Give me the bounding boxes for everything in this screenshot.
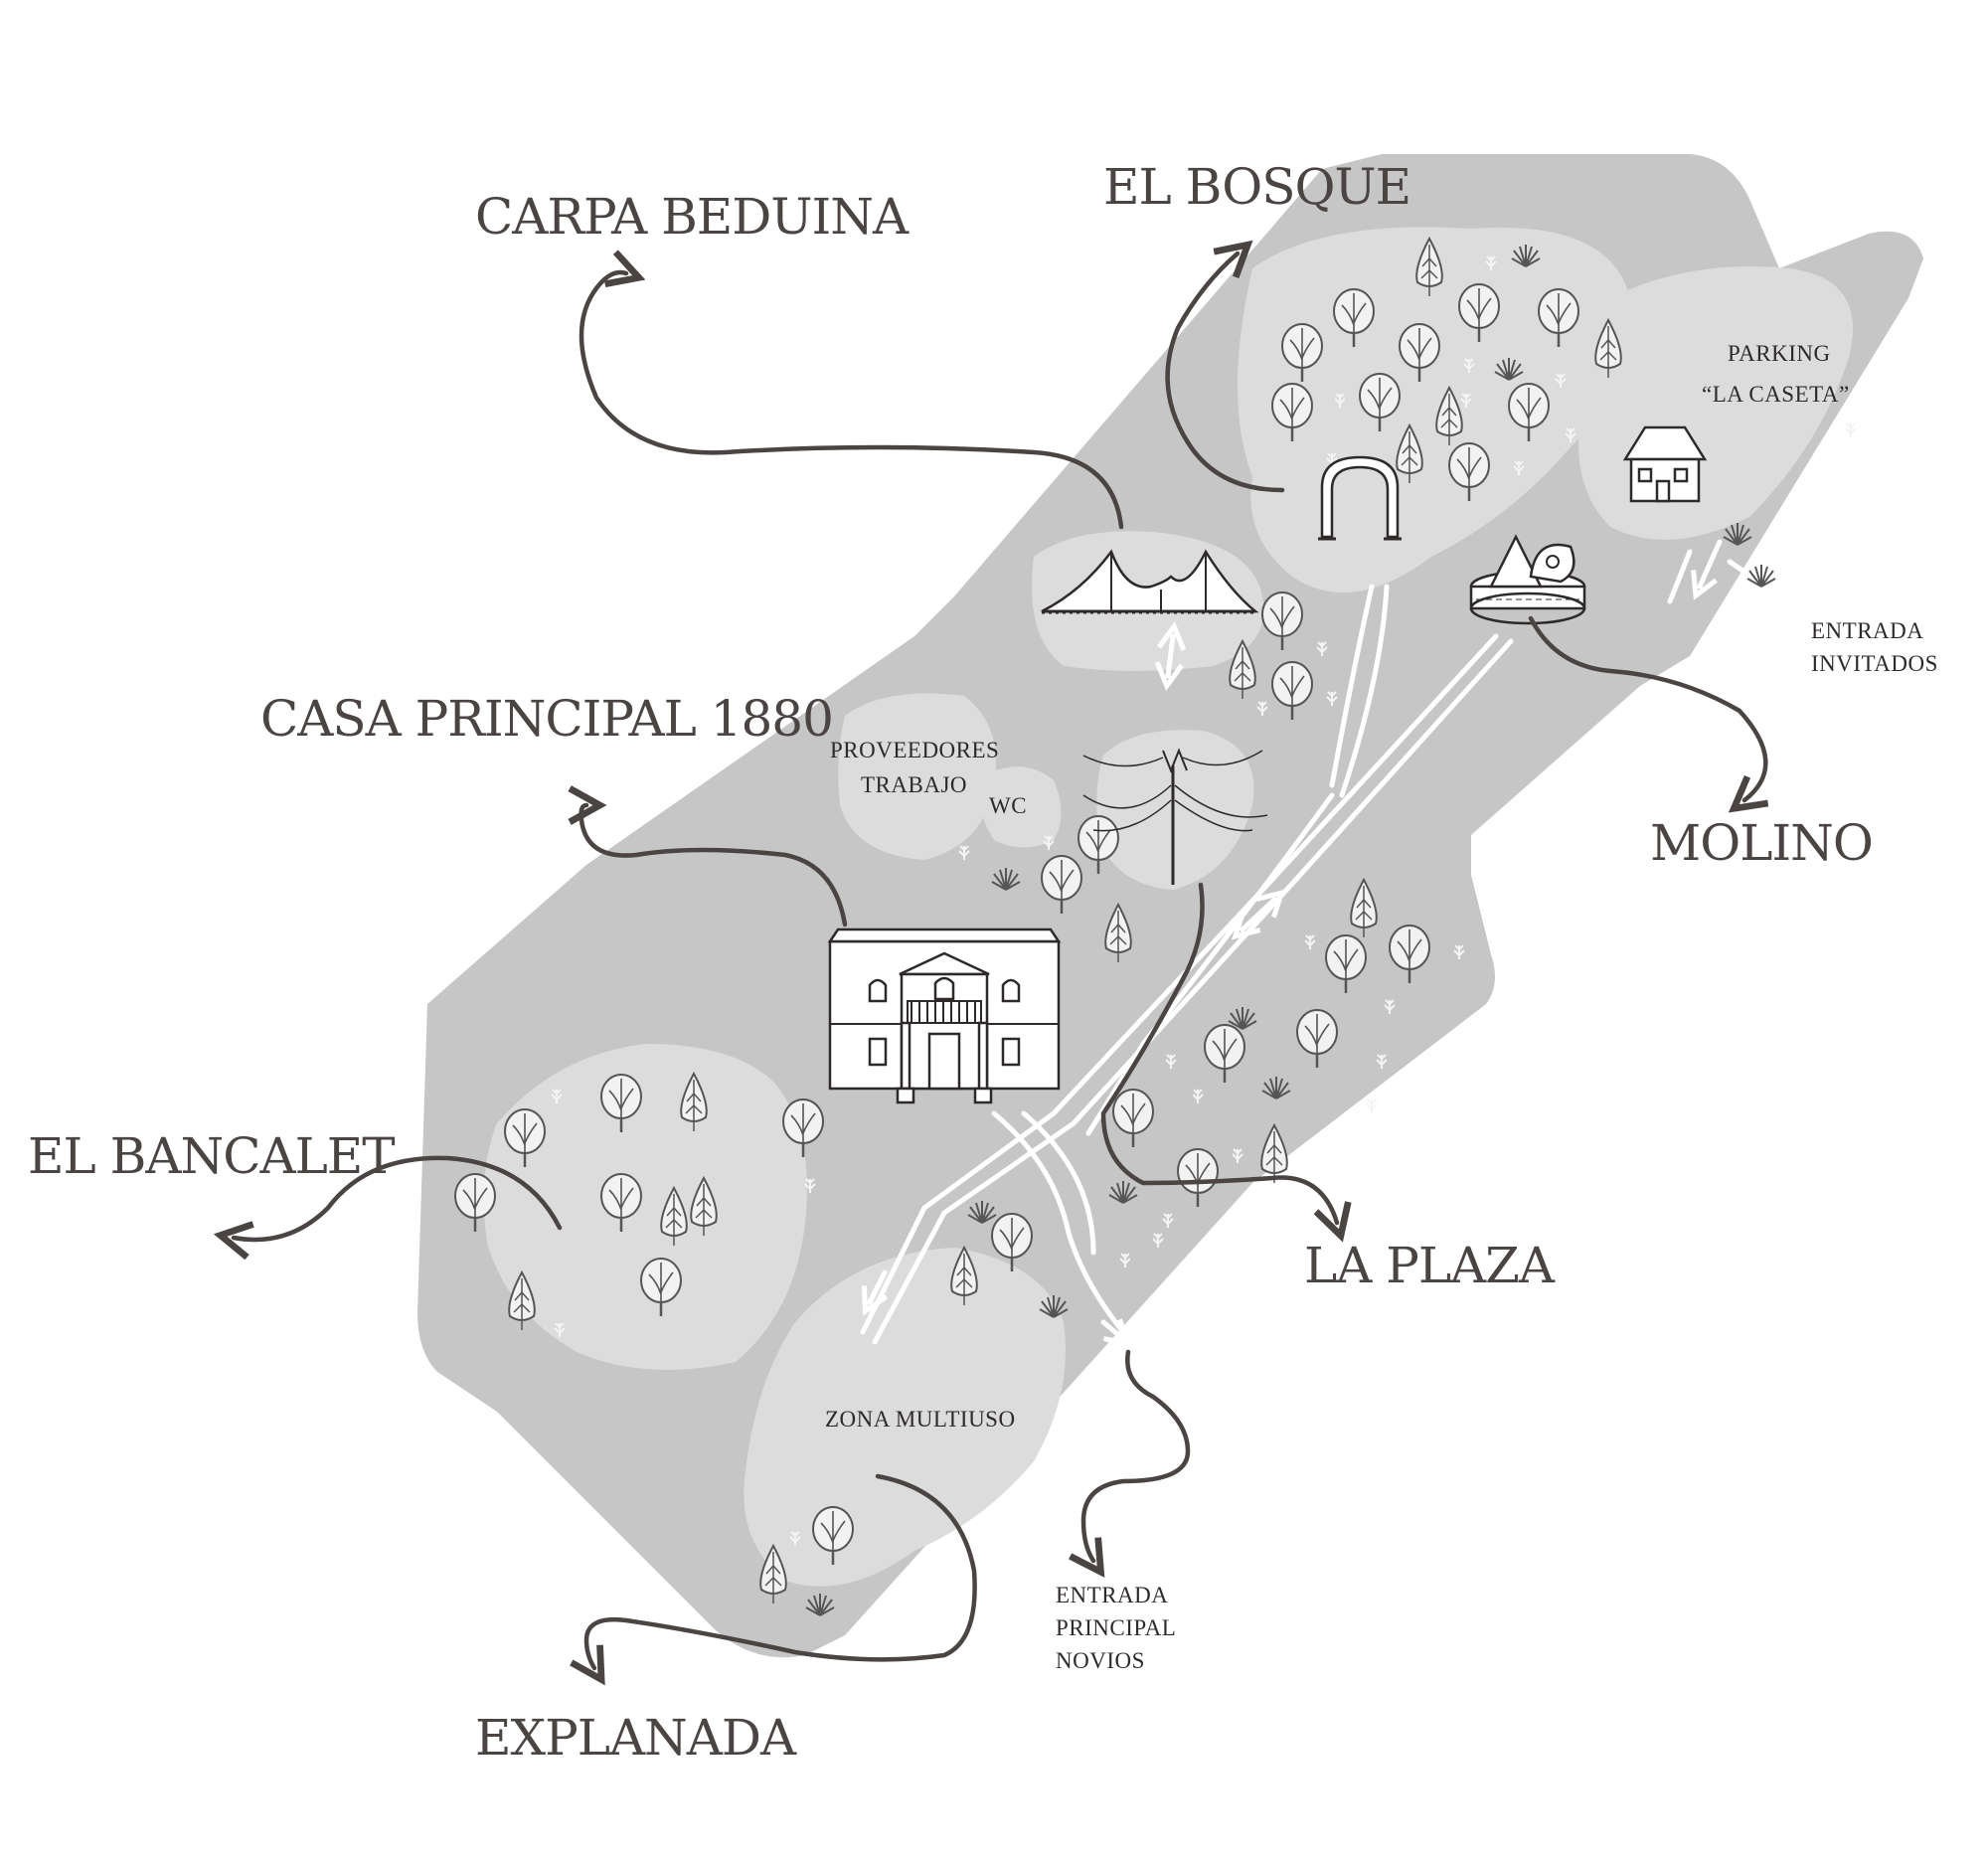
arch-icon <box>1318 455 1402 541</box>
label-entrada-principal-3: NOVIOS <box>1056 1648 1145 1673</box>
label-zona-multiuso: ZONA MULTIUSO <box>825 1407 1016 1432</box>
arrow-casa <box>581 805 848 928</box>
zone-multiuso <box>744 1248 1066 1587</box>
label-proveedores: PROVEEDORES <box>830 738 999 762</box>
arrow-bosque <box>1165 253 1285 493</box>
house-icon <box>1622 425 1708 503</box>
label-la-plaza: LA PLAZA <box>1304 1237 1556 1294</box>
zone-proveedores <box>838 693 996 860</box>
area-labels: CARPA BEDUINA EL BOSQUE CASA PRINCIPAL 1… <box>28 158 1874 1767</box>
label-entrada-principal-2: PRINCIPAL <box>1056 1615 1176 1640</box>
label-molino: MOLINO <box>1650 814 1873 872</box>
label-entrada-invitados-1: ENTRADA <box>1811 618 1923 643</box>
arrow-molino <box>1528 615 1765 800</box>
label-entrada-principal-1: ENTRADA <box>1056 1583 1168 1607</box>
zone-bancalet <box>483 1044 807 1370</box>
arrow-explanada <box>586 1473 977 1668</box>
tent-icon <box>1041 549 1259 614</box>
string-lights-icon <box>1082 748 1268 885</box>
label-carpa-beduina: CARPA BEDUINA <box>475 188 910 246</box>
arrow-entrada-principal <box>1083 1349 1191 1561</box>
estate-outline <box>417 154 1923 1658</box>
mansion-icon <box>827 928 1062 1104</box>
label-explanada: EXPLANADA <box>475 1709 797 1767</box>
label-parking: PARKING <box>1728 341 1831 366</box>
windmill-icon <box>1469 534 1586 625</box>
label-la-caseta: “LA CASETA” <box>1702 382 1850 407</box>
label-trabajo: TRABAJO <box>861 772 967 797</box>
arrow-carpa <box>579 272 1124 530</box>
roads <box>860 539 1842 1342</box>
zone-lights <box>1096 730 1254 890</box>
zone-wc <box>980 766 1062 848</box>
arrow-bancalet <box>234 1155 563 1240</box>
label-el-bancalet: EL BANCALET <box>28 1127 395 1185</box>
label-entrada-invitados-2: INVITADOS <box>1811 651 1938 676</box>
note-labels: PARKING “LA CASETA” ENTRADA INVITADOS PR… <box>825 341 1938 1673</box>
label-casa-principal: CASA PRINCIPAL 1880 <box>260 690 833 748</box>
pointer-arrows <box>234 253 1765 1668</box>
label-wc: WC <box>989 793 1027 818</box>
label-el-bosque: EL BOSQUE <box>1103 158 1410 216</box>
light-zones <box>483 227 1853 1587</box>
arrow-plaza <box>1100 882 1337 1223</box>
